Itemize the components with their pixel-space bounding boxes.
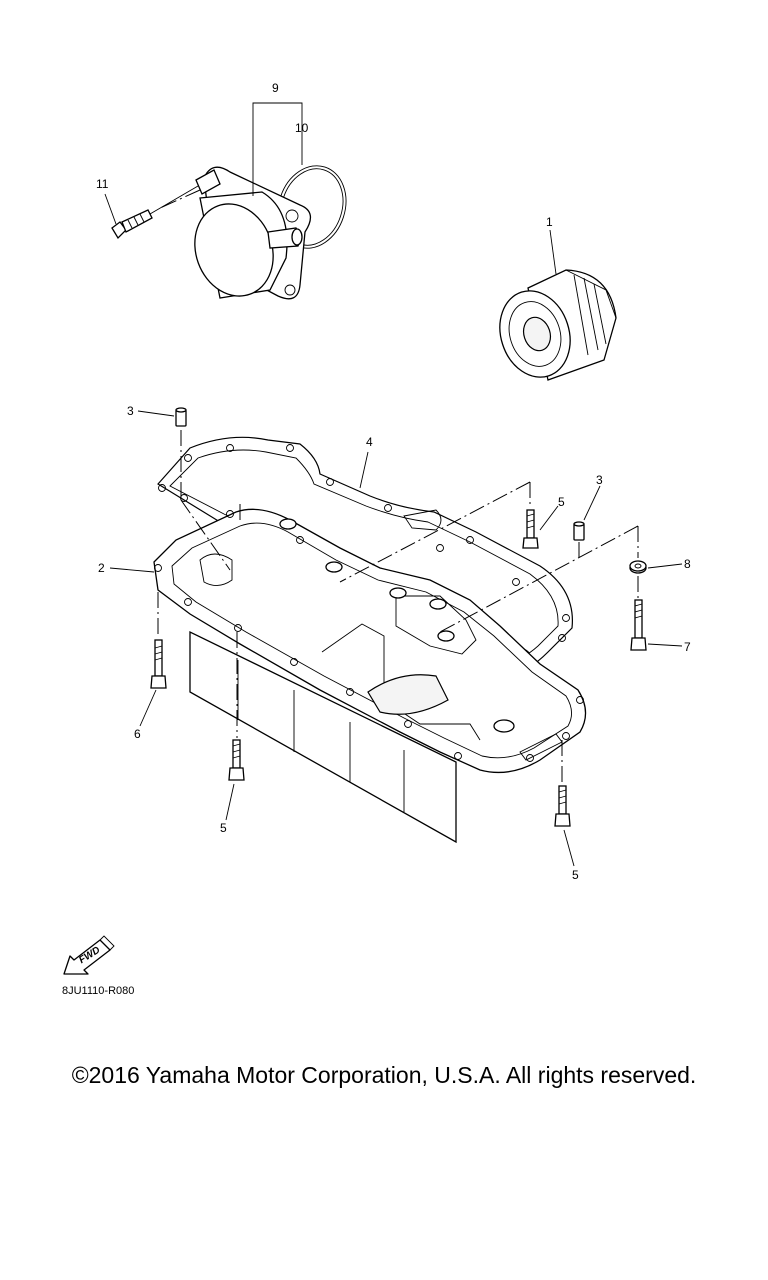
leader-lines — [104, 102, 683, 867]
bolt-5-left — [228, 739, 245, 781]
dowel-pin-left — [175, 407, 187, 427]
oil-cooler-assembly — [194, 165, 347, 300]
callout-numbers: 9 10 11 1 3 4 3 5 2 8 7 6 5 5 — [96, 81, 691, 882]
callout-11: 11 — [96, 177, 109, 191]
oil-filter — [499, 269, 617, 381]
callout-8: 8 — [684, 557, 691, 571]
oil-pan — [153, 508, 587, 844]
bolt-5-right — [554, 785, 571, 827]
callout-10: 10 — [295, 121, 309, 135]
bolt-5-top — [522, 509, 539, 549]
callout-9: 9 — [272, 81, 279, 95]
bolt-6 — [150, 639, 167, 689]
bolt-7 — [630, 599, 647, 651]
fwd-arrow-icon: FWD — [63, 935, 115, 975]
diagram-code: 8JU1110-R080 — [62, 985, 134, 997]
copyright-notice: ©2016 Yamaha Motor Corporation, U.S.A. A… — [71, 1062, 697, 1088]
callout-5-top: 5 — [558, 495, 565, 509]
alignment-lines — [157, 189, 639, 784]
bolt-11 — [111, 185, 199, 240]
callout-7: 7 — [684, 640, 691, 654]
washer-8 — [629, 560, 647, 574]
callout-3-left: 3 — [127, 404, 134, 418]
callout-1: 1 — [546, 215, 553, 229]
callout-6: 6 — [134, 727, 141, 741]
callout-2: 2 — [98, 561, 105, 575]
callout-4: 4 — [366, 435, 373, 449]
callout-5-right: 5 — [572, 868, 579, 882]
dowel-pin-right — [573, 521, 585, 541]
callout-3-right: 3 — [596, 473, 603, 487]
callout-5-left: 5 — [220, 821, 227, 835]
